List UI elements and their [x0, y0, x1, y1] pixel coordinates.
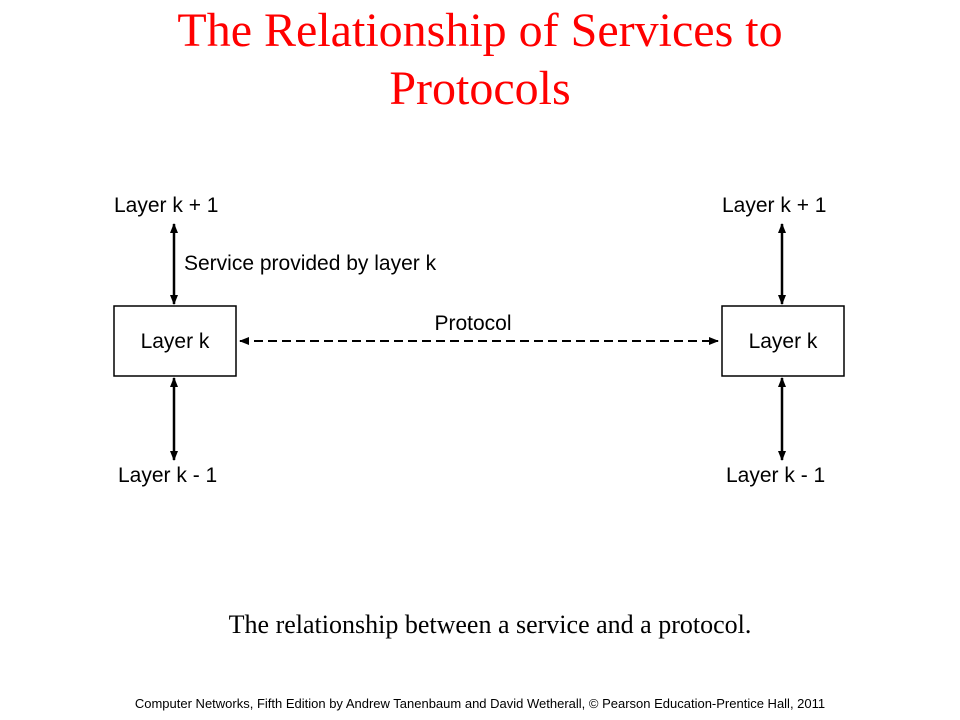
right-layer-k-label: Layer k [749, 330, 818, 353]
service-label: Service provided by layer k [184, 252, 437, 275]
left-layer-k-label: Layer k [141, 330, 210, 353]
left-layer-k-box [113, 305, 237, 377]
right-layer-k-plus-1-label: Layer k + 1 [722, 194, 826, 217]
title-line-1: The Relationship of Services to [177, 4, 783, 57]
left-layer-k-minus-1-label: Layer k - 1 [118, 464, 217, 487]
title-line-2: Protocols [389, 62, 571, 115]
right-layer-k-minus-1-label: Layer k - 1 [726, 464, 825, 487]
right-layer-k-box [721, 305, 845, 377]
slide-title: The Relationship of Services to Protocol… [0, 2, 960, 118]
footer-credit: Computer Networks, Fifth Edition by Andr… [134, 696, 826, 711]
figure-caption: The relationship between a service and a… [228, 610, 752, 639]
protocol-label: Protocol [434, 312, 511, 335]
left-layer-k-plus-1-label: Layer k + 1 [114, 194, 218, 217]
